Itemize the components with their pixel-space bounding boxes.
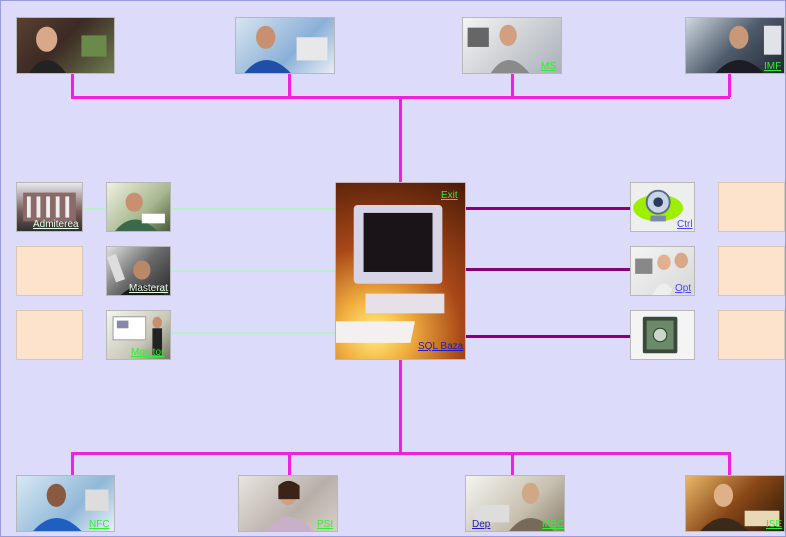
- computer-image: [336, 205, 445, 343]
- woman-desk-image: [700, 483, 780, 531]
- top-tile-2[interactable]: [235, 17, 335, 74]
- businesswoman-phone-image: [715, 25, 782, 73]
- ctrl-tile[interactable]: Ctrl: [630, 182, 695, 232]
- woman-portrait-image: [29, 26, 107, 73]
- webcam-icon: [633, 189, 684, 222]
- top-tile-ms[interactable]: MS: [462, 17, 562, 74]
- left-connector-2: [171, 270, 335, 272]
- safe-icon: [642, 316, 678, 354]
- left-connector-1: [83, 208, 335, 210]
- psi-tile[interactable]: PSI: [238, 475, 338, 532]
- empty-box-right-3: [718, 310, 785, 360]
- call-center-agent-image: [244, 25, 328, 73]
- nfc-tile[interactable]: NFC: [16, 475, 115, 532]
- headset-agent-image: [33, 483, 109, 531]
- dep-tile[interactable]: Dep MBC: [465, 475, 565, 532]
- businesswoman-image: [264, 480, 314, 531]
- student-studying-image: [114, 192, 165, 231]
- exit-link[interactable]: Exit: [441, 190, 458, 201]
- top-tile-1[interactable]: [16, 17, 115, 74]
- center-connector-down: [399, 360, 402, 454]
- ise-link[interactable]: ISE: [766, 519, 783, 530]
- presentation-image: [112, 316, 163, 356]
- right-connector-1: [466, 207, 630, 210]
- top-connector-drop-3: [511, 73, 514, 97]
- masterat-tile[interactable]: Masterat: [106, 246, 171, 296]
- top-tile-ms-label[interactable]: MS: [541, 61, 556, 72]
- empty-box-right-1: [718, 182, 785, 232]
- dep-link[interactable]: Dep: [472, 519, 491, 530]
- psi-link[interactable]: PSI: [317, 519, 334, 530]
- sql-baza-link[interactable]: SQL Baza: [418, 341, 464, 352]
- right-connector-2: [466, 268, 630, 271]
- top-connector-drop-4: [728, 73, 731, 97]
- admiterea-tile[interactable]: Admiterea: [16, 182, 83, 232]
- office-worker-phone-image: [467, 24, 530, 73]
- mbc-link[interactable]: MBC: [542, 519, 565, 530]
- right-connector-3: [466, 335, 630, 338]
- monitor-link[interactable]: Monitor: [131, 347, 165, 358]
- opt-tile[interactable]: Opt: [630, 246, 695, 296]
- bottom-connector-horizontal: [71, 452, 730, 455]
- empty-box-left-3: [16, 310, 83, 360]
- empty-box-left-2: [16, 246, 83, 296]
- left-connector-3: [171, 332, 335, 334]
- admiterea-link[interactable]: Admiterea: [33, 219, 79, 230]
- opt-link[interactable]: Opt: [675, 283, 692, 294]
- university-building-image: [23, 192, 76, 222]
- top-tile-imf[interactable]: IMF: [685, 17, 785, 74]
- graduate-image: [107, 253, 165, 295]
- bottom-connector-drop-4: [728, 452, 731, 476]
- ctrl-link[interactable]: Ctrl: [677, 219, 693, 230]
- colleagues-image: [635, 252, 693, 295]
- monitor-tile[interactable]: Monitor: [106, 310, 171, 360]
- masterat-link[interactable]: Masterat: [129, 283, 168, 294]
- right-inner-tile-3[interactable]: [630, 310, 695, 360]
- top-tile-imf-label[interactable]: IMF: [764, 61, 782, 72]
- bottom-connector-drop-2: [288, 452, 291, 476]
- center-connector-up: [399, 96, 402, 184]
- left-inner-tile-1[interactable]: [106, 182, 171, 232]
- ise-tile[interactable]: ISE: [685, 475, 785, 532]
- top-connector-drop-2: [288, 73, 291, 97]
- top-connector-drop-1: [71, 73, 74, 97]
- bottom-connector-drop-1: [71, 452, 74, 476]
- center-computer-tile[interactable]: Exit SQL Baza: [335, 182, 466, 360]
- nfc-link[interactable]: NFC: [89, 519, 110, 530]
- senior-man-laptop-image: [474, 482, 554, 531]
- bottom-connector-drop-3: [511, 452, 514, 476]
- empty-box-right-2: [718, 246, 785, 296]
